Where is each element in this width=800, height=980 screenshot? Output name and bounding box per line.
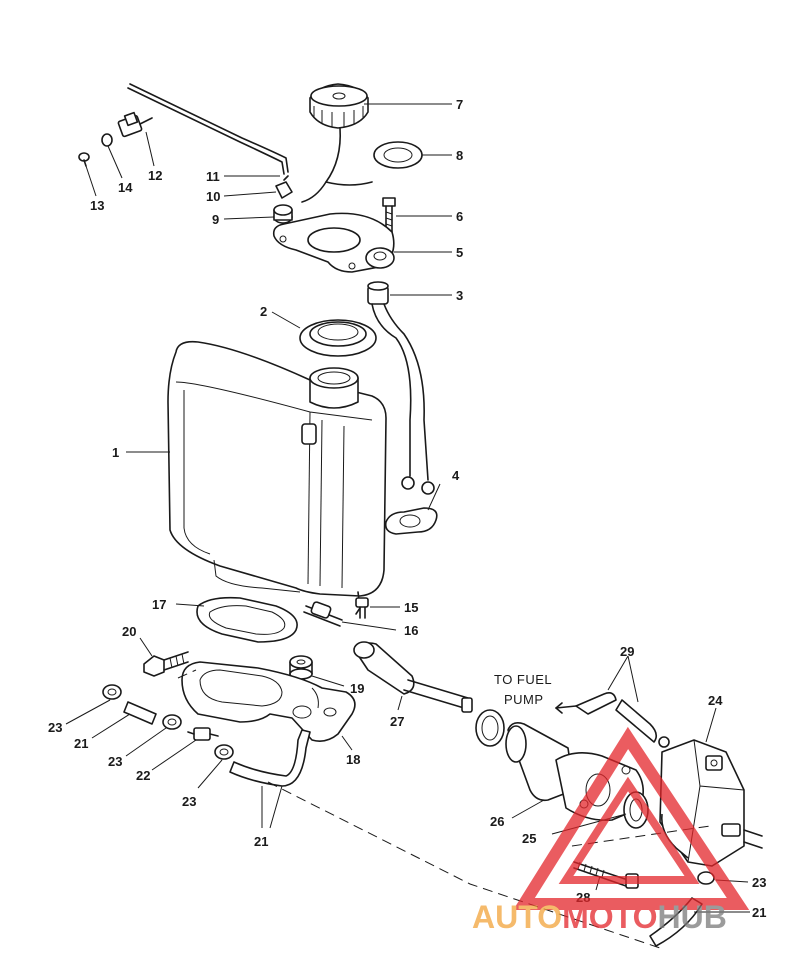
part-29-hoses xyxy=(555,692,658,743)
note-line1: TO FUEL xyxy=(494,672,552,687)
callout-25: 25 xyxy=(522,831,536,846)
callout-3: 3 xyxy=(456,288,463,303)
callout-20: 20 xyxy=(122,624,136,639)
callout-16: 16 xyxy=(404,623,418,638)
watermark-moto: MOTO xyxy=(562,899,657,935)
callout-13: 13 xyxy=(90,198,104,213)
callout-4: 4 xyxy=(452,468,460,483)
callout-21c: 21 xyxy=(752,905,766,920)
callout-numbers: 7 8 6 5 3 4 2 1 11 10 9 12 14 13 15 16 1… xyxy=(48,97,766,920)
part-18-base-bracket xyxy=(177,661,356,742)
callout-26: 26 xyxy=(490,814,504,829)
part-16-fitting xyxy=(303,601,343,627)
watermark-text: AUTOMOTOHUB xyxy=(472,899,727,935)
callout-12: 12 xyxy=(148,168,162,183)
callout-23b: 23 xyxy=(108,754,122,769)
callout-22: 22 xyxy=(136,768,150,783)
part-1-oil-tank xyxy=(167,340,387,615)
part-24-oil-pump xyxy=(658,736,763,867)
leader-lines xyxy=(65,103,750,913)
callout-27: 27 xyxy=(390,714,404,729)
note-line2: PUMP xyxy=(504,692,544,707)
part-15-screw xyxy=(355,597,369,619)
callout-1: 1 xyxy=(112,445,119,460)
part-11-12-rod-and-clip xyxy=(117,83,289,175)
callout-2: 2 xyxy=(260,304,267,319)
part-7-filler-cap xyxy=(301,83,373,203)
o-ring xyxy=(475,709,505,747)
callout-21b: 21 xyxy=(254,834,268,849)
part-10-clip xyxy=(275,175,293,199)
watermark-triangle-inner xyxy=(558,776,700,884)
callout-24: 24 xyxy=(708,693,723,708)
watermark-triangle xyxy=(513,726,750,910)
part-22-fitting xyxy=(187,727,219,741)
callout-11: 11 xyxy=(206,169,220,184)
callout-7: 7 xyxy=(456,97,463,112)
part-8-gasket xyxy=(373,141,423,169)
part-17-seal xyxy=(196,596,298,643)
part-13-14-screw-washer xyxy=(78,133,113,167)
part-6-bolt xyxy=(382,197,396,233)
part-20-bolt xyxy=(143,651,189,677)
callout-17: 17 xyxy=(152,597,166,612)
part-21-hoses xyxy=(123,701,311,787)
part-4-plate xyxy=(384,507,438,535)
part-2-neck-gasket xyxy=(299,319,377,357)
watermark-hub: HUB xyxy=(657,899,726,935)
callout-8: 8 xyxy=(456,148,463,163)
part-28-screw xyxy=(573,861,639,889)
callout-18: 18 xyxy=(346,752,360,767)
part-5-bracket xyxy=(272,212,395,273)
part-27-filter xyxy=(353,641,473,713)
callout-21a: 21 xyxy=(74,736,88,751)
watermark-auto: AUTO xyxy=(472,899,562,935)
part-3-level-sensor xyxy=(367,281,435,495)
callout-5: 5 xyxy=(456,245,463,260)
callout-23c: 23 xyxy=(182,794,196,809)
callout-6: 6 xyxy=(456,209,463,224)
watermark-logo: AUTOMOTOHUB xyxy=(472,726,750,935)
part-23-clamps xyxy=(102,684,234,760)
callout-9: 9 xyxy=(212,212,219,227)
callout-29: 29 xyxy=(620,644,634,659)
callout-10: 10 xyxy=(206,189,220,204)
callout-23a: 23 xyxy=(48,720,62,735)
callout-15: 15 xyxy=(404,600,418,615)
part-19-grommet xyxy=(289,655,313,680)
callout-23d: 23 xyxy=(752,875,766,890)
callout-19: 19 xyxy=(350,681,364,696)
part-9-grommet xyxy=(273,204,293,224)
callout-14: 14 xyxy=(118,180,133,195)
